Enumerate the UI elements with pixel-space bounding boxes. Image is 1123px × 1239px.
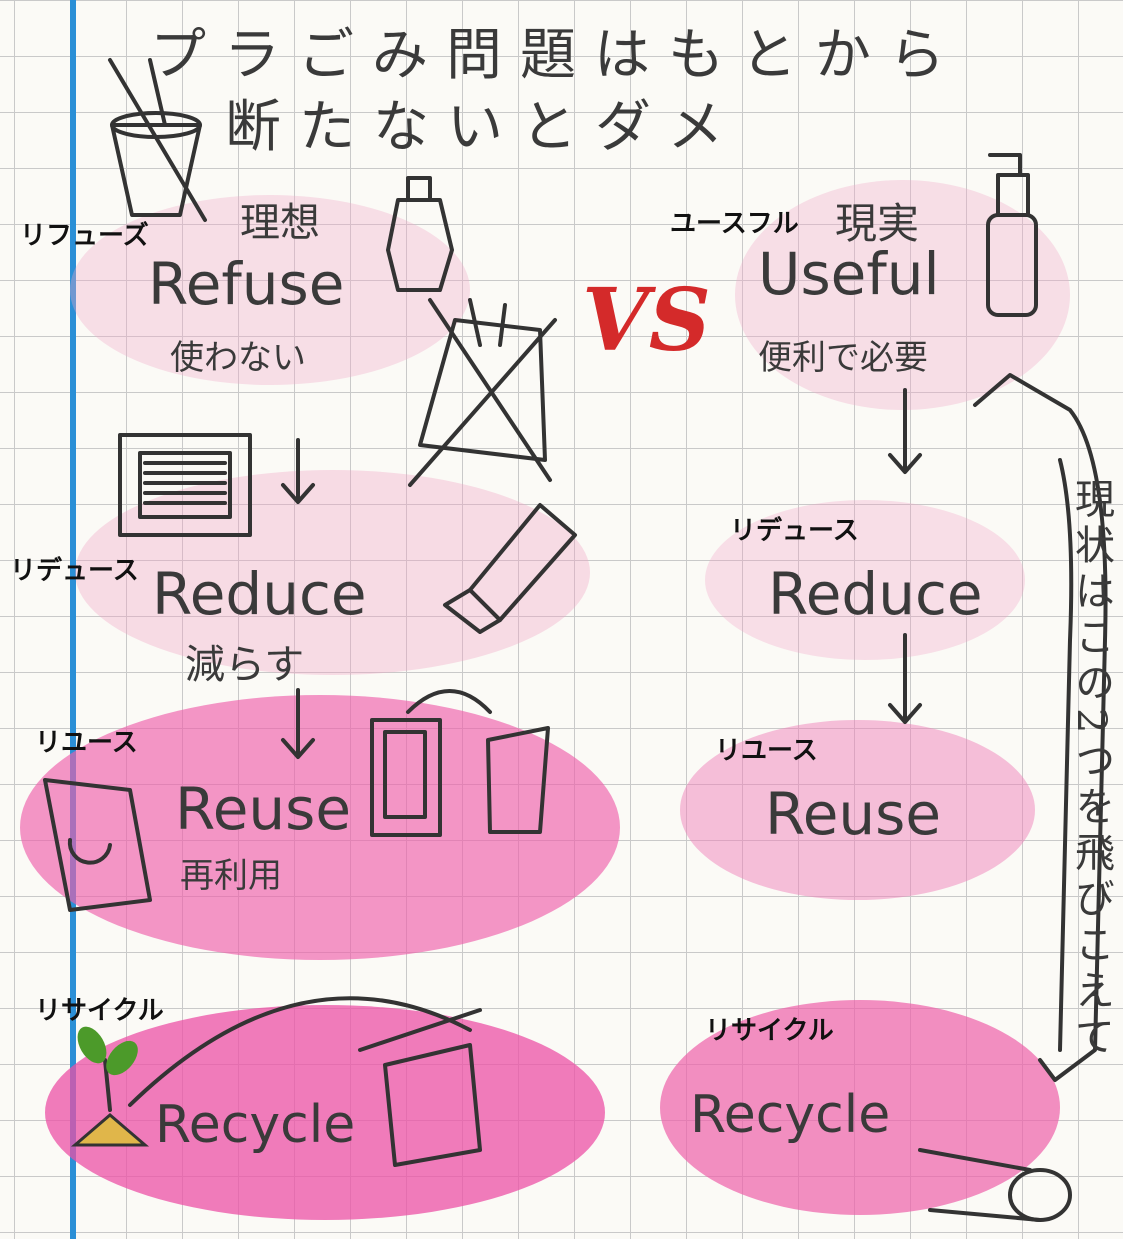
pump-bottle-icon: [986, 153, 1038, 317]
leaf-icon: [106, 1040, 138, 1076]
down-arrow-right-2: [888, 633, 922, 724]
reuse-word-left: Reuse: [175, 775, 352, 843]
down-arrow-1: [281, 438, 315, 504]
refill-pack-icon: [370, 689, 550, 837]
down-arrow-2: [281, 688, 315, 759]
highlight-recycle-left: [45, 1005, 605, 1220]
trash-bin-icon: [358, 1008, 482, 1167]
refuse-kana: リフューズ: [20, 221, 149, 251]
highlight-reduce-right: [705, 500, 1025, 660]
toilet-paper-icon: [918, 1148, 1072, 1222]
sprout-icon: [103, 1058, 112, 1112]
crossed-bag-icon: [408, 298, 557, 487]
title-line-1: プラごみ問題はもとから: [150, 23, 963, 88]
down-arrow-right-1: [888, 388, 922, 474]
side-note: 現状はこの2つを飛びこえて: [1068, 478, 1114, 1062]
reality-header: 現実: [835, 199, 920, 248]
recycle-arc-arrow: [128, 996, 472, 1107]
ideal-header: 理想: [240, 200, 320, 246]
reusable-bag-icon: [43, 778, 152, 912]
reuse-meaning-left: 再利用: [180, 856, 282, 896]
highlight-reuse-right: [680, 720, 1035, 900]
vs-label: VS: [582, 270, 711, 371]
reduce-kana-right: リデュース: [730, 516, 859, 546]
reuse-kana-right: リユース: [715, 736, 818, 766]
recycle-word-right: Recycle: [690, 1085, 891, 1145]
title-line-2: 断たないとダメ: [225, 95, 742, 160]
recycle-kana-left: リサイクル: [35, 996, 164, 1026]
soil-icon: [70, 1113, 150, 1147]
recycle-kana-right: リサイクル: [705, 1016, 834, 1046]
useful-kana: ユースフル: [670, 209, 799, 239]
skip-arrow-inner: [1058, 458, 1074, 1052]
reuse-kana-left: リユース: [35, 728, 138, 758]
reduce-word-right: Reduce: [768, 560, 983, 628]
useful-word: Useful: [758, 240, 940, 308]
box-icon: [118, 433, 252, 537]
reuse-word-right: Reuse: [765, 780, 942, 848]
highlight-useful: [735, 180, 1070, 410]
reduce-meaning-left: 減らす: [185, 642, 305, 688]
reduce-word-left: Reduce: [152, 560, 367, 628]
tube-icon: [443, 503, 577, 634]
reduce-kana-left: リデュース: [10, 556, 139, 586]
useful-meaning: 便利で必要: [758, 338, 928, 378]
highlight-reuse-left: [20, 695, 620, 960]
crossed-cup-icon: [108, 58, 207, 222]
notebook-margin-line: [70, 0, 76, 1239]
recycle-word-left: Recycle: [155, 1095, 356, 1155]
highlight-recycle-right: [660, 1000, 1060, 1215]
leaf-icon: [77, 1026, 107, 1064]
bottle-icon: [386, 176, 454, 292]
skip-arrow: [973, 373, 1108, 1082]
refuse-meaning: 使わない: [170, 338, 306, 378]
refuse-word: Refuse: [148, 250, 345, 318]
